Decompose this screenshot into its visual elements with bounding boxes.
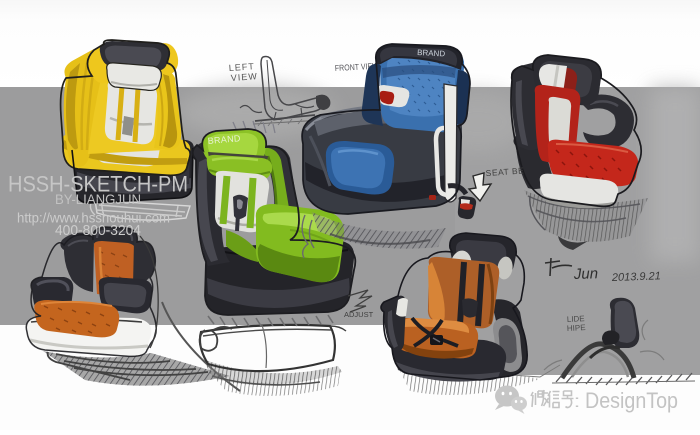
svg-text:http://www.hsshouhui.com: http://www.hsshouhui.com xyxy=(17,210,170,226)
svg-text:BY-LIANGJUN: BY-LIANGJUN xyxy=(55,192,141,207)
svg-text:2013.9.21: 2013.9.21 xyxy=(611,270,661,284)
svg-text:HIPE: HIPE xyxy=(567,323,586,333)
svg-text:ADJUST: ADJUST xyxy=(344,310,374,319)
svg-text:VIEW: VIEW xyxy=(230,71,258,83)
svg-text:HSSH-SKETCH-PM: HSSH-SKETCH-PM xyxy=(8,172,188,197)
svg-text:Jun: Jun xyxy=(573,265,599,283)
svg-text:LEFT: LEFT xyxy=(228,61,255,73)
svg-text:BRAND: BRAND xyxy=(417,48,446,58)
svg-text:LIDE: LIDE xyxy=(567,314,585,324)
svg-text:400-800-3204: 400-800-3204 xyxy=(55,222,141,239)
svg-text:DesignTop: DesignTop xyxy=(585,388,678,413)
svg-text:SEAT BE: SEAT BE xyxy=(485,165,524,178)
svg-text:BRAND: BRAND xyxy=(207,133,241,146)
